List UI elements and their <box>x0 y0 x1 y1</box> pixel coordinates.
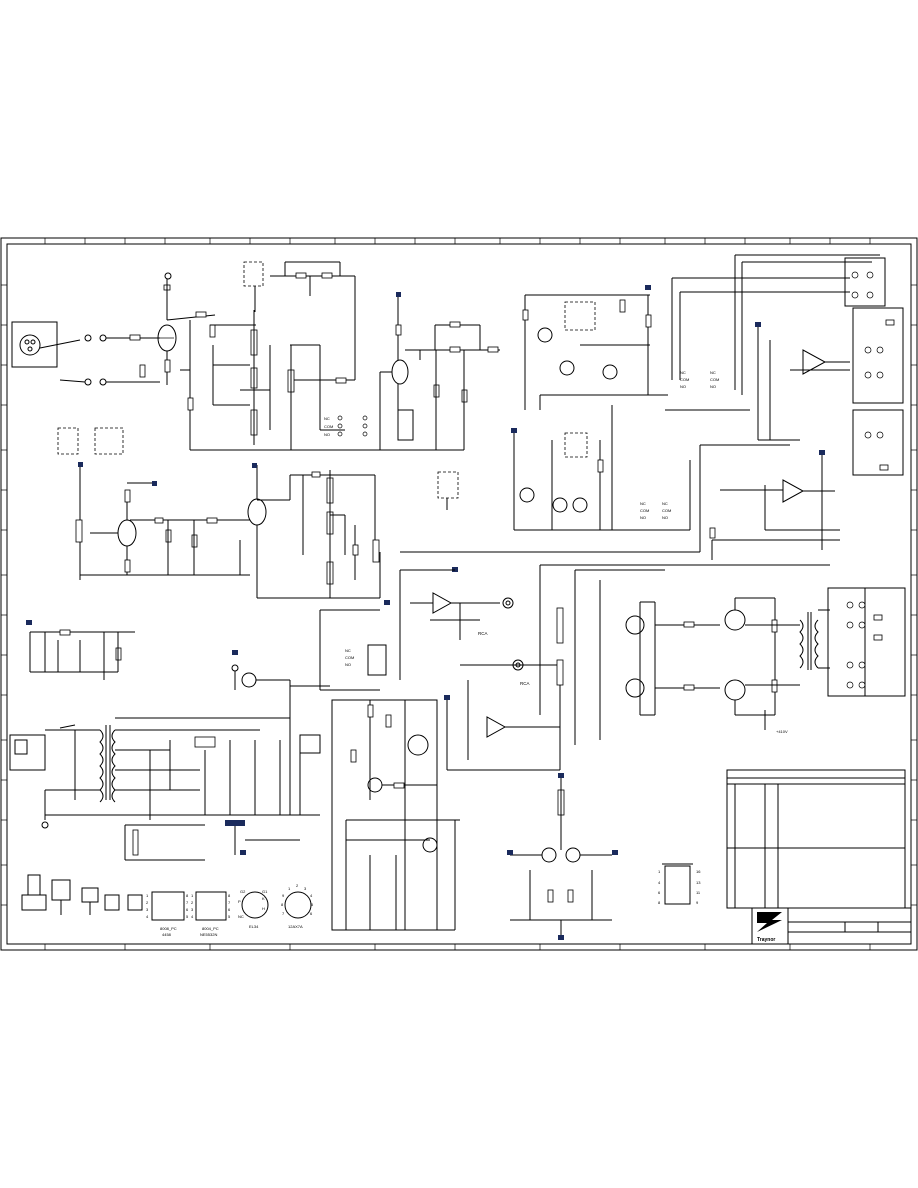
tube9-pin-7: 7 <box>282 911 285 916</box>
el34-pin-g1: G1 <box>262 889 268 894</box>
fs-no-label: NO <box>680 384 686 389</box>
fs-com-label-2: COM <box>710 377 719 382</box>
relay-nc-label: NC <box>324 416 330 421</box>
output-op-amp-section <box>709 307 904 560</box>
socket-8008-sub-label: 4458 <box>162 932 172 937</box>
hv-label: +410V <box>776 729 788 734</box>
preamp-stage-3 <box>57 427 700 599</box>
ic16-footprint: 1 4 6 8 16 13 11 9 <box>658 863 701 905</box>
input-jack-section <box>11 321 160 386</box>
cs-com-label: COM <box>640 508 649 513</box>
ic16-pin-6: 6 <box>658 890 661 895</box>
ic-b-pin-1: 1 <box>191 893 194 898</box>
tube9-pin-9: 9 <box>282 893 285 898</box>
ic-b-pin-2: 2 <box>191 900 194 905</box>
tube9-pin-4: 4 <box>310 893 313 898</box>
ic-pin-3: 3 <box>146 907 149 912</box>
tube9-pin-3: 3 <box>304 886 307 891</box>
ic-pin-2: 2 <box>146 900 149 905</box>
ic-pin-6: 6 <box>186 907 189 912</box>
mains-section <box>9 717 320 861</box>
el34-pin-k: K <box>262 896 265 901</box>
relay-nc-label-2: NC <box>345 648 351 653</box>
ic-pin-7: 7 <box>186 900 189 905</box>
12ax7-label: 12AX7A <box>288 924 303 929</box>
ic-pin-5: 5 <box>186 914 189 919</box>
ic-pin-4: 4 <box>146 914 149 919</box>
tube9-pin-2: 2 <box>296 883 299 888</box>
ic16-pin-13: 13 <box>696 880 701 885</box>
cs-no-label-2: NO <box>662 515 668 520</box>
el34-pin-h: H <box>262 906 265 911</box>
ic-b-pin-4: 4 <box>191 914 194 919</box>
tube9-pin-5: 5 <box>311 902 314 907</box>
effects-loop-section: RCA NC COM NO RCA <box>319 567 564 771</box>
tube9-pin-6: 6 <box>310 911 313 916</box>
ic16-pin-9: 9 <box>696 900 699 905</box>
el34-pin-g2: G2 <box>240 889 246 894</box>
relay-com-label-2: COM <box>345 655 354 660</box>
socket-8008-label: 8008_PC <box>160 926 177 931</box>
tube9-pin-1: 1 <box>288 886 291 891</box>
cs-no-label: NO <box>640 515 646 520</box>
ic16-pin-1: 1 <box>658 869 661 874</box>
bias-section <box>507 773 618 940</box>
cs-nc-label-2: NC <box>662 501 668 506</box>
el34-pin-nc: NC <box>238 914 244 919</box>
preamp-stage-1 <box>139 272 290 451</box>
relay-com-label: COM <box>324 424 333 429</box>
ic-b-pin-8: 8 <box>228 893 231 898</box>
ic16-pin-11: 11 <box>696 890 701 895</box>
ic16-pin-8: 8 <box>658 900 661 905</box>
ic16-pin-4: 4 <box>658 880 661 885</box>
rca-label-1: RCA <box>478 631 488 636</box>
ic-b-pin-5: 5 <box>228 914 231 919</box>
el34-pin-p: P <box>238 899 241 904</box>
footswitch-section: NC COM NO NC COM NO <box>522 254 886 530</box>
fs-no-label-2: NO <box>710 384 716 389</box>
rca-label-2: RCA <box>520 681 530 686</box>
revision-table <box>726 769 906 909</box>
cs-nc-label: NC <box>640 501 646 506</box>
relay-no-label: NO <box>324 432 330 437</box>
component-footprints: 8008_PC 4458 1 2 3 4 8 7 6 5 8004_PC NE5… <box>21 874 314 937</box>
ic-pin-8: 8 <box>186 893 189 898</box>
power-amp-section: +410V <box>539 564 906 745</box>
title-block: Traynor <box>751 907 912 945</box>
socket-8004-sub-label: NE5532N <box>200 932 217 937</box>
drawing-frame <box>0 237 918 951</box>
relay-no-label-2: NO <box>345 662 351 667</box>
logo-text: Traynor <box>757 937 775 943</box>
ic-b-pin-3: 3 <box>191 907 194 912</box>
el34-label: EL34 <box>249 924 259 929</box>
ic16-pin-16: 16 <box>696 869 701 874</box>
preamp-stage-2 <box>290 292 500 451</box>
socket-8004-label: 8004_PC <box>202 926 219 931</box>
traynor-logo-icon <box>757 912 782 932</box>
fs-com-label: COM <box>680 377 689 382</box>
tone-network-top: NC COM NO <box>243 261 368 450</box>
tube9-pin-8: 8 <box>281 902 284 907</box>
ic-b-pin-7: 7 <box>228 900 231 905</box>
fs-nc-label-2: NC <box>710 370 716 375</box>
channel-switch-section: NC COM NO NC COM NO <box>511 428 790 552</box>
fs-nc-label: NC <box>680 370 686 375</box>
ic-pin-1: 1 <box>146 893 149 898</box>
regulator-section <box>231 650 460 931</box>
ic-b-pin-6: 6 <box>228 907 231 912</box>
cs-com-label-2: COM <box>662 508 671 513</box>
power-supply-left <box>26 620 135 680</box>
